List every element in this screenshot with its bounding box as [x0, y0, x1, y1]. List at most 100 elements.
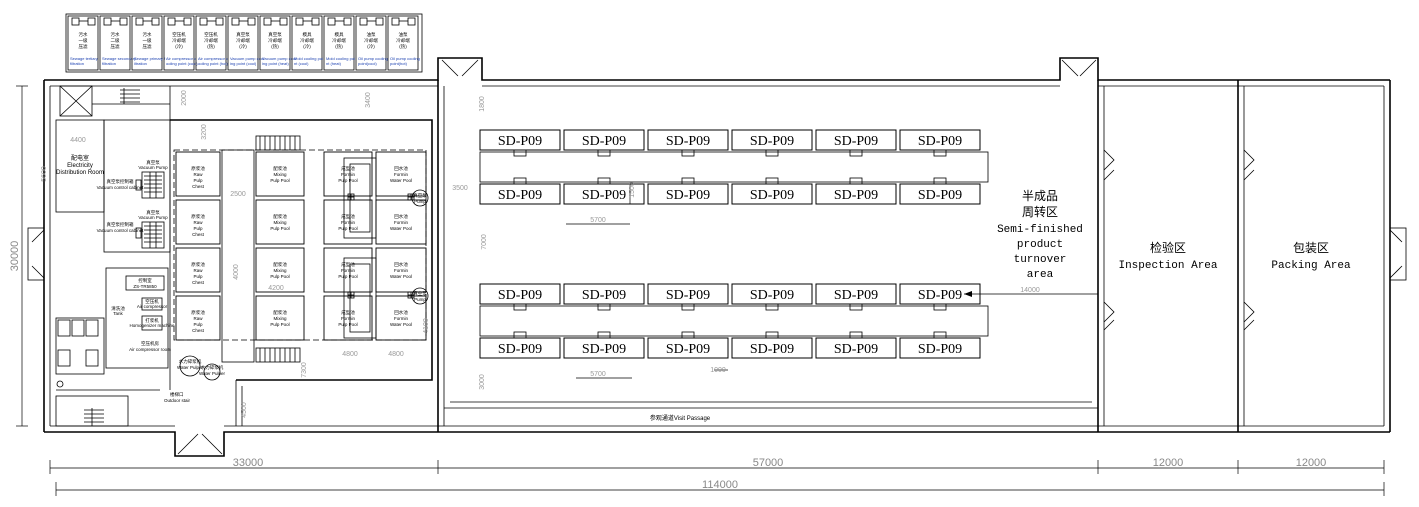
valve-icon — [183, 17, 192, 26]
legend-label-en: Sewage secondary — [102, 56, 136, 61]
legend-label-zh: 空压机 — [172, 31, 186, 38]
pool-label-zh: 成型池 — [341, 165, 355, 172]
valve-icon — [215, 17, 224, 26]
machine-label: SD-P09 — [750, 134, 794, 149]
machine-label: SD-P09 — [666, 188, 710, 203]
control-box — [125, 275, 165, 291]
dim-57000: 57000 — [753, 457, 784, 469]
pulper2-zh: 水力碎浆机 — [201, 364, 224, 371]
forming-tank-2 — [343, 257, 377, 339]
dim-4500: 4500 — [241, 402, 248, 418]
pool-label-en1: Raw — [193, 268, 203, 273]
equipment-room — [105, 267, 169, 369]
machine-label: SD-P09 — [666, 342, 710, 357]
water-pulper-1 — [179, 355, 201, 377]
pool-label-en3: Chest — [192, 232, 205, 237]
dim-114000: 114000 — [702, 479, 738, 491]
semi-finished-zh2: 周转区 — [1022, 204, 1058, 219]
machine-sd-p09: SD-P09 — [815, 331, 897, 359]
pool-label-zh: 配浆池 — [273, 309, 287, 316]
vacuum-pump-1-zh: 真空泵 — [146, 159, 160, 166]
pool-label-en1: Formin — [341, 316, 355, 321]
control-box-zh: 控制室 — [138, 277, 152, 284]
legend-label-en-2: point(cool) — [358, 61, 377, 66]
legend-label-zh: 冷却端 — [300, 37, 314, 44]
machine-label: SD-P09 — [834, 188, 878, 203]
wall-doors-bc — [1103, 149, 1255, 331]
toilets — [55, 317, 105, 375]
dim-3400: 3400 — [365, 92, 372, 108]
dim-30000: 30000 — [9, 241, 21, 272]
pool-label-zh: 成型池 — [341, 261, 355, 268]
legend-label-en-2: ing point (heat) — [262, 61, 289, 66]
stair-treads-top — [120, 88, 140, 104]
machine-label: SD-P09 — [750, 288, 794, 303]
legend-label-en: Oil pump cooling — [358, 56, 388, 61]
door-west — [27, 227, 45, 281]
valve-icon — [151, 17, 160, 26]
homogenizer-zh: 打浆机 — [145, 317, 159, 324]
valve-icon — [103, 17, 112, 26]
dim-5600: 5600 — [41, 166, 48, 182]
electricity-room-zh: 配电室 — [71, 154, 89, 162]
machine-label: SD-P09 — [834, 342, 878, 357]
pool-label-en1: Formin — [341, 268, 355, 273]
machine-label: SD-P09 — [834, 134, 878, 149]
legend-label-zh: 压滤 — [79, 43, 88, 50]
legend-label-en: Mold cooling poi — [294, 56, 323, 61]
legend-label-en-2: point(hot) — [390, 61, 408, 66]
pool-label-en1: Raw — [193, 316, 203, 321]
pulping-hall-wall — [170, 119, 433, 381]
legend-label-zh: 冷却端 — [172, 37, 186, 44]
legend-label-en: Air compressor c — [198, 56, 228, 61]
inspection-zh: 检验区 — [1150, 240, 1186, 255]
machine-label: SD-P09 — [750, 342, 794, 357]
dim-7000: 7000 — [481, 234, 488, 250]
valve-icon — [199, 17, 208, 26]
dim-3000: 3000 — [479, 374, 486, 390]
dim-4100: 4100 — [423, 318, 430, 334]
legend-label-en: Air compressor c — [166, 56, 196, 61]
legend-label-en: Vacuum pump cool — [230, 56, 264, 61]
valve-icon — [359, 17, 368, 26]
legend-label-zh: (热) — [335, 43, 343, 50]
legend-label-zh: 真空泵 — [236, 31, 250, 38]
valve-icon — [263, 17, 272, 26]
machine-sd-p09: SD-P09 — [899, 177, 981, 205]
machine-sd-p09: SD-P09 — [731, 331, 813, 359]
pool-label-en1: Raw — [193, 172, 203, 177]
legend-label-zh: 一级 — [143, 37, 152, 44]
legend-label-zh: (热) — [207, 43, 215, 50]
pool-label-en2: Water Pool — [390, 274, 412, 279]
pool-label-zh: 回水池 — [394, 261, 408, 268]
homogenizer-en: Homogenizer machine — [129, 323, 175, 328]
air-compressor — [141, 297, 163, 311]
pool-label-en1: Formin — [394, 268, 408, 273]
homogenizer — [141, 315, 163, 331]
pool-area-outline — [173, 149, 427, 341]
dim-7300: 7300 — [301, 362, 308, 378]
legend-label-zh: (冷) — [239, 43, 247, 50]
pool-label-en2: Pulp Pool — [270, 274, 289, 279]
dim-5700-b: 5700 — [590, 371, 606, 378]
machine-sd-p09: SD-P09 — [479, 177, 561, 205]
pool-label-en2: Pulp Pool — [270, 226, 289, 231]
pool-label-en1: Mixing — [273, 220, 287, 225]
machine-label: SD-P09 — [498, 134, 542, 149]
valve-icon — [119, 17, 128, 26]
valve-icon — [311, 17, 320, 26]
dim-4800-b: 4800 — [388, 351, 404, 358]
legend-label-en: Sewage tertiary — [70, 56, 98, 61]
legend-label-zh: 压滤 — [111, 43, 120, 50]
vacuum-control-1-zh: 真空泵控制箱 — [107, 178, 134, 185]
pool-label-zh: 原浆池 — [191, 261, 205, 267]
